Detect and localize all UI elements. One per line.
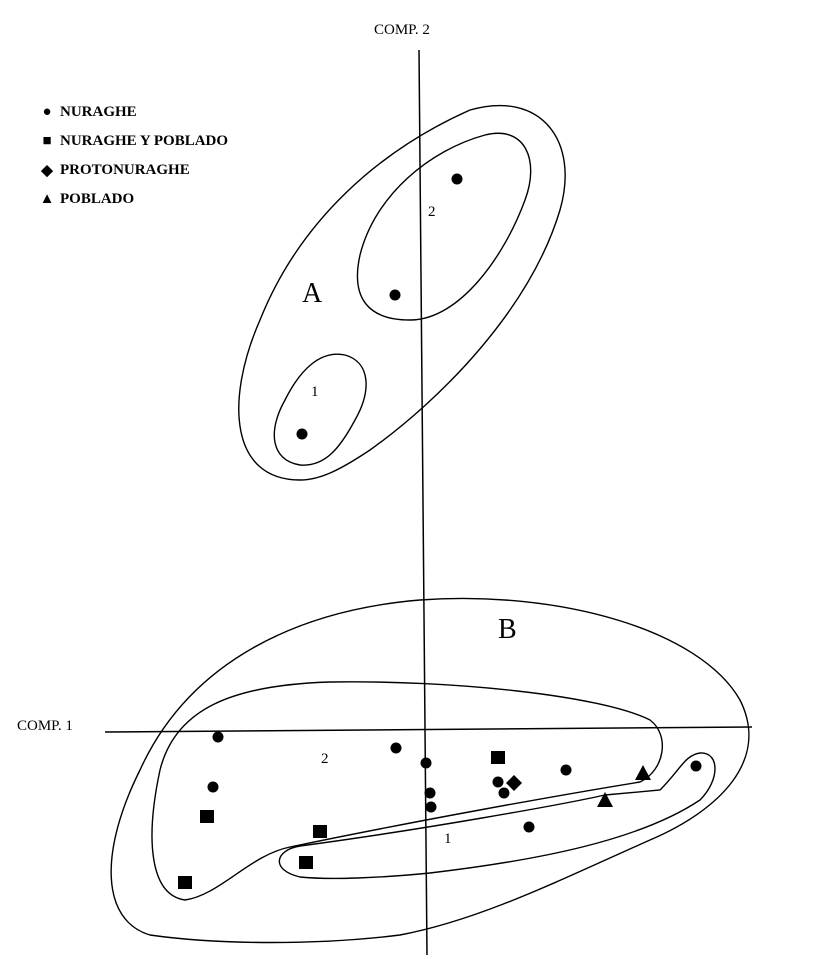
data-point-nuraghe <box>207 781 219 793</box>
x-axis-label: COMP. 1 <box>17 718 73 734</box>
data-point-nuraghe <box>420 757 432 769</box>
legend: ●NURAGHE ■NURAGHE Y POBLADO ◆PROTONURAGH… <box>38 98 229 214</box>
group-a2-label: 2 <box>428 204 436 220</box>
data-point-nuraghe <box>425 801 437 813</box>
group-b-contour <box>110 597 750 944</box>
comp1-axis <box>104 726 753 733</box>
comp2-axis <box>418 49 428 956</box>
group-a1-contour <box>273 353 367 466</box>
data-point-nuraghe <box>389 289 401 301</box>
data-point-nuraghe <box>424 787 436 799</box>
data-point-nuraghe <box>560 764 572 776</box>
data-point-poblado <box>597 792 613 807</box>
legend-item-protonuraghe: ◆PROTONURAGHE <box>38 156 228 185</box>
legend-item-poblado: ▲POBLADO <box>39 191 135 207</box>
group-a-contour <box>238 104 566 481</box>
group-b2-label: 2 <box>321 751 329 767</box>
data-point-nuraghe-y-poblado <box>313 825 327 838</box>
group-b2-contour <box>151 681 664 901</box>
circle-marker-icon: ● <box>42 104 52 120</box>
legend-item-nuraghe-y-poblado: ■NURAGHE Y POBLADO <box>38 127 228 156</box>
data-point-protonuraghe <box>506 775 522 791</box>
square-marker-icon: ■ <box>42 133 52 149</box>
data-point-nuraghe <box>212 731 224 743</box>
y-axis-label: COMP. 2 <box>374 22 430 38</box>
data-point-nuraghe-y-poblado <box>491 751 505 764</box>
data-point-nuraghe-y-poblado <box>299 856 313 869</box>
group-b-label: B <box>498 614 517 645</box>
data-point-poblado <box>635 765 651 780</box>
triangle-marker-icon: ▲ <box>39 191 55 207</box>
group-a1-label: 1 <box>311 384 319 400</box>
data-point-nuraghe-y-poblado <box>178 876 192 889</box>
group-a2-contour <box>356 132 532 321</box>
data-point-nuraghe <box>492 776 504 788</box>
data-point-nuraghe <box>690 760 702 772</box>
group-b1-contour <box>278 752 716 880</box>
diamond-marker-icon: ◆ <box>41 163 53 179</box>
group-a-label: A <box>302 278 323 309</box>
legend-item-nuraghe: ●NURAGHE <box>38 98 228 127</box>
group-b1-label: 1 <box>444 831 452 847</box>
data-point-nuraghe <box>523 821 535 833</box>
data-point-nuraghe <box>296 428 308 440</box>
data-point-nuraghe <box>498 787 510 799</box>
data-point-nuraghe <box>390 742 402 754</box>
data-point-nuraghe-y-poblado <box>200 810 214 823</box>
data-point-nuraghe <box>451 173 463 185</box>
